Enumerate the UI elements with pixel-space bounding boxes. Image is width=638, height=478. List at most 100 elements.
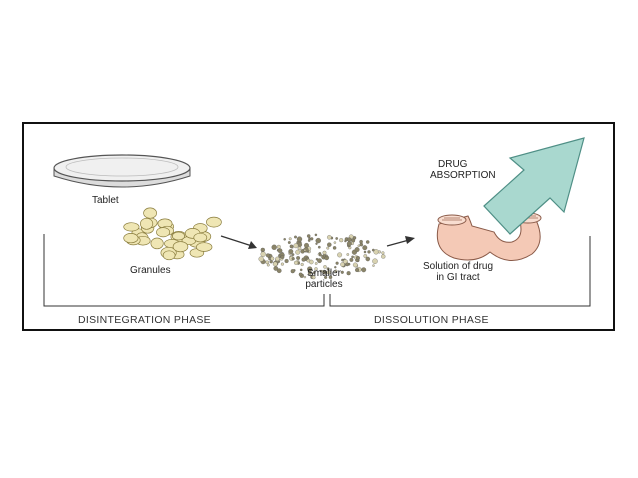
- particle: [299, 268, 303, 272]
- particle: [303, 249, 307, 252]
- particle: [314, 267, 318, 271]
- particle: [363, 254, 368, 258]
- particle: [301, 257, 306, 262]
- particle: [273, 266, 279, 271]
- particle: [323, 265, 327, 269]
- particle: [334, 266, 337, 269]
- tablet-icon: [53, 154, 191, 188]
- particle: [290, 269, 295, 274]
- particle: [308, 237, 311, 240]
- particle: [288, 237, 292, 241]
- drug-absorption-label: DRUG ABSORPTION: [430, 159, 496, 181]
- granules-label: Granules: [130, 265, 171, 276]
- particle: [277, 260, 281, 263]
- particle: [295, 249, 301, 255]
- particle: [345, 262, 350, 267]
- particle: [365, 240, 370, 244]
- particle: [280, 262, 284, 266]
- particle: [381, 254, 386, 259]
- particle: [365, 256, 371, 262]
- particle: [381, 251, 385, 255]
- particle: [272, 261, 278, 267]
- particle: [269, 260, 273, 264]
- granule: [171, 231, 186, 241]
- particle: [377, 250, 381, 254]
- particle: [352, 236, 357, 240]
- particle: [315, 242, 318, 245]
- drug-absorption-label-line1: DRUG: [438, 159, 468, 170]
- smaller-particles-label-line2: particles: [305, 279, 343, 290]
- particle: [312, 271, 316, 274]
- particle: [335, 237, 339, 240]
- particle: [291, 257, 295, 261]
- granule: [123, 222, 140, 232]
- particle: [363, 250, 367, 254]
- dissolution-bracket: [329, 236, 591, 307]
- particle: [315, 237, 321, 244]
- particle: [276, 244, 281, 249]
- particle: [346, 253, 350, 256]
- drug-absorption-label-line2: ABSORPTION: [430, 170, 496, 181]
- disintegration-bracket: [43, 234, 325, 307]
- particle: [303, 275, 307, 279]
- particle: [270, 256, 275, 261]
- tablet-label: Tablet: [92, 195, 119, 206]
- particle: [314, 233, 318, 237]
- particle: [344, 239, 347, 243]
- particle: [294, 260, 299, 265]
- particle: [359, 239, 363, 244]
- particle: [265, 253, 271, 258]
- particle: [326, 267, 330, 271]
- particle: [359, 242, 364, 247]
- granules-to-particles-arrow: [220, 235, 257, 249]
- particle: [317, 245, 321, 249]
- granule: [193, 232, 208, 243]
- particle: [291, 253, 295, 256]
- solution-label-line1: Solution of drug: [422, 261, 494, 272]
- particle: [306, 257, 309, 260]
- particle: [289, 244, 294, 249]
- particle: [322, 250, 327, 255]
- smaller-particles-label: Smaller particles: [294, 268, 354, 290]
- granule: [206, 216, 222, 228]
- particle: [277, 248, 283, 254]
- particle: [354, 247, 360, 253]
- particle: [367, 250, 371, 254]
- particle: [355, 255, 360, 261]
- particle: [372, 258, 378, 264]
- particle: [357, 244, 361, 248]
- particle: [284, 258, 289, 264]
- particle: [328, 275, 333, 279]
- particle: [280, 255, 285, 259]
- particle: [297, 246, 302, 251]
- particle: [333, 241, 337, 244]
- particle: [283, 238, 286, 241]
- particles-icon: [258, 233, 386, 280]
- granule: [162, 250, 176, 261]
- particle: [340, 270, 344, 274]
- particle: [334, 269, 338, 273]
- particle: [324, 275, 328, 279]
- particle: [275, 256, 280, 262]
- solution-label-line2: in GI tract: [436, 272, 480, 283]
- particle: [300, 262, 304, 267]
- particle: [314, 262, 318, 265]
- solution-label: Solution of drug in GI tract: [408, 261, 508, 283]
- disintegration-phase-label: DISINTEGRATION PHASE: [78, 314, 211, 326]
- particle: [337, 252, 343, 258]
- particles-to-solution-arrow: [386, 236, 415, 247]
- particle: [362, 245, 368, 251]
- particle: [325, 254, 328, 258]
- particle: [298, 272, 303, 277]
- particle: [296, 236, 303, 242]
- particle: [288, 249, 294, 254]
- particle: [276, 268, 282, 274]
- particle: [265, 260, 270, 265]
- absorption-arrow-icon: [483, 137, 585, 235]
- particle: [351, 255, 354, 259]
- particle: [339, 238, 344, 243]
- granule: [156, 227, 171, 238]
- granules-icon: [123, 207, 222, 261]
- smaller-particles-label-line1: Smaller: [307, 268, 341, 279]
- particle: [327, 235, 332, 240]
